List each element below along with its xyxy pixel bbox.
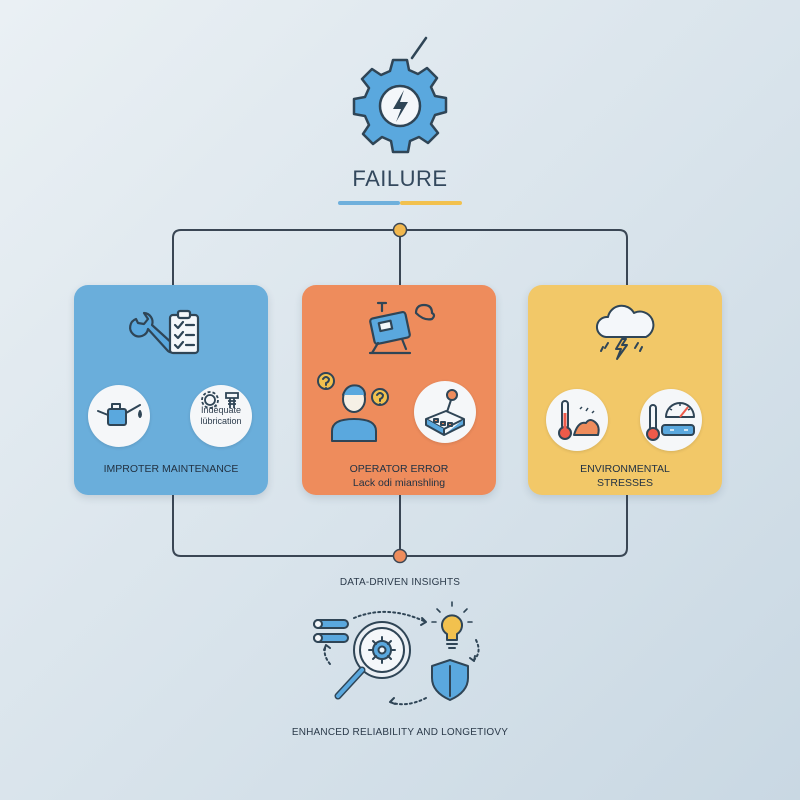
- gauge-badge: [640, 389, 702, 451]
- card-environment-label-line1: ENVIRONMENTAL: [580, 463, 670, 475]
- slider-bars-icon: [313, 619, 349, 643]
- card-maintenance-label: IMPROTER MAINTENANCE: [103, 463, 239, 475]
- gauge-thermometer-icon: [646, 402, 695, 441]
- joystick-badge: [414, 381, 476, 443]
- gear-bolt-icon: [201, 391, 239, 409]
- joystick-icon: [425, 389, 465, 436]
- card-operator-sublabel: Lack odi mianshling: [352, 477, 446, 489]
- lubrication-text: Indéquate lübrication: [200, 405, 242, 426]
- hot-thermometer-icon: [558, 400, 600, 440]
- bottom-junction-dot: [392, 548, 408, 564]
- broken-machine-icon: [368, 301, 436, 355]
- top-junction-dot: [392, 222, 408, 238]
- wrench-checklist-icon: [129, 309, 200, 355]
- oil-can-badge: [88, 385, 150, 447]
- insights-label: DATA-DRIVEN INSIGHTS: [339, 577, 461, 588]
- insights-illustration: [313, 601, 480, 706]
- lightbulb-icon: [431, 601, 473, 649]
- oil-can-icon: [97, 403, 142, 426]
- shield-icon: [431, 659, 469, 701]
- card-operator-error: OPERATOR ERROR Lack odi mianshling: [302, 285, 496, 495]
- outcome-label: ENHANCED RELIABILITY AND LONGETIOVY: [291, 727, 509, 738]
- title-underline: [338, 201, 462, 205]
- magnifier-gear-icon: [334, 621, 411, 700]
- failure-gear-icon: [352, 36, 448, 154]
- card-improper-maintenance: Indéquate lübrication IMPROTER MAINTENAN…: [74, 285, 268, 495]
- storm-cloud-icon: [596, 304, 655, 360]
- card-environmental-stresses: ENVIRONMENTAL STRESSES: [528, 285, 722, 495]
- lubrication-badge: Indéquate lübrication: [190, 385, 252, 447]
- thermometer-badge: [546, 389, 608, 451]
- confused-person-icon: [317, 372, 389, 442]
- page-title: FAILURE: [352, 166, 448, 191]
- card-environment-label-line2: STRESSES: [596, 477, 654, 489]
- card-operator-label: OPERATOR ERROR: [349, 463, 449, 475]
